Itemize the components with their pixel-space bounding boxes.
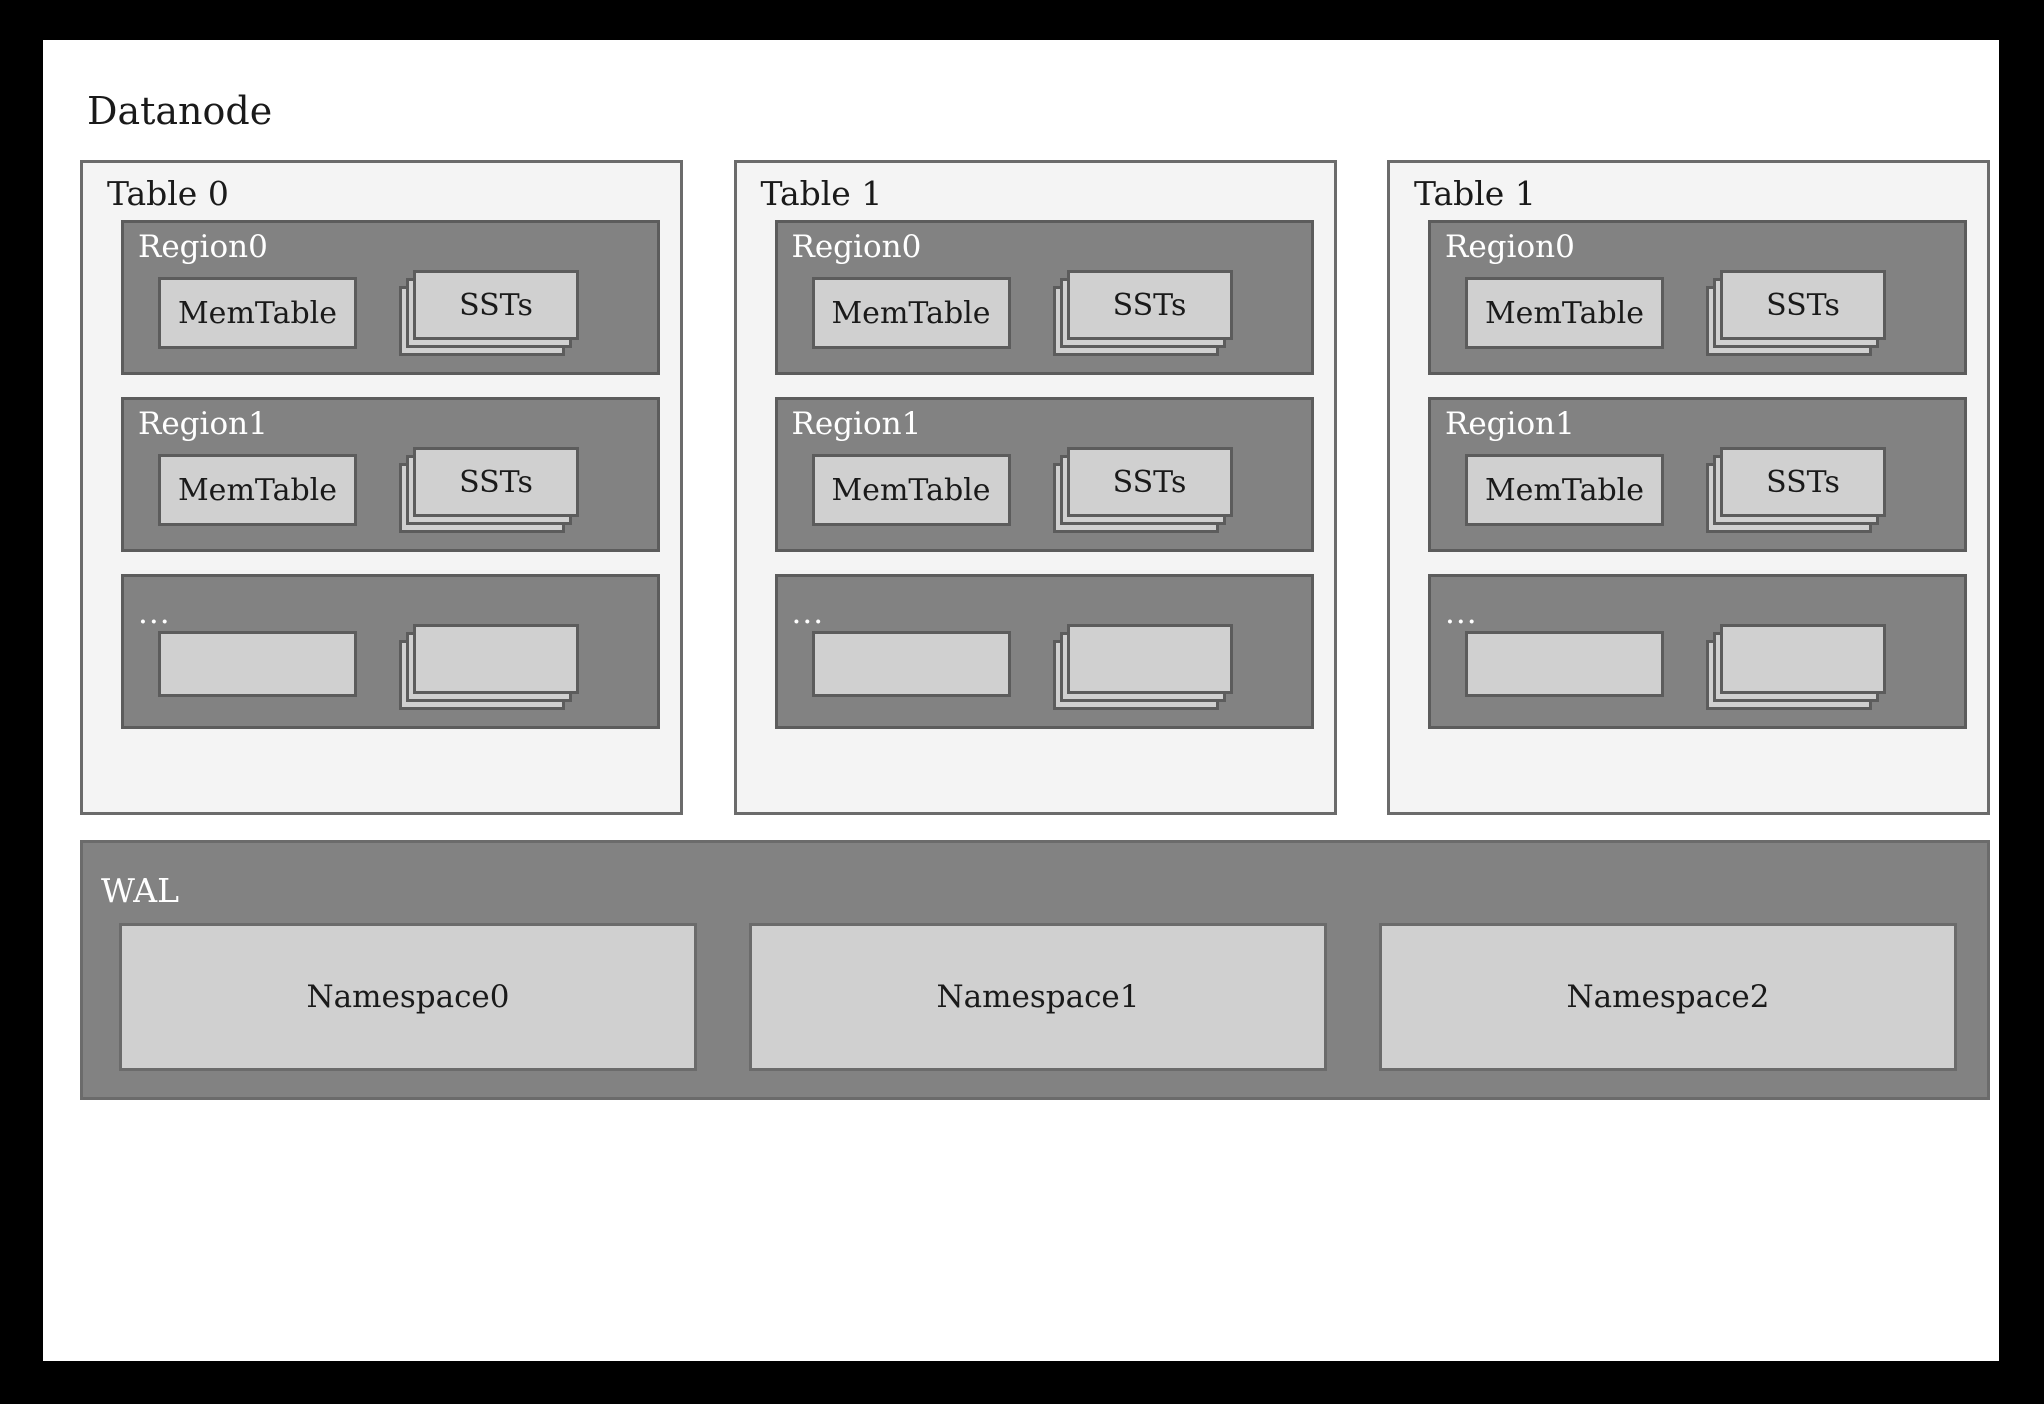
region-label: Region0 — [138, 229, 268, 266]
memtable-box[interactable]: MemTable — [811, 454, 1011, 527]
sst-layer-front: SSTs — [1720, 447, 1886, 518]
ellipsis-label: ... — [1445, 595, 1478, 632]
memtable-box[interactable]: MemTable — [158, 277, 357, 350]
memtable-box[interactable]: MemTable — [1465, 454, 1664, 527]
region-box[interactable]: Region1 MemTable SSTs — [121, 397, 660, 553]
memtable-box-blank[interactable] — [1465, 631, 1664, 698]
region-body — [1431, 624, 1964, 726]
sst-layer-front: SSTs — [413, 447, 579, 518]
region-label: Region1 — [1445, 406, 1575, 443]
wal-label: WAL — [101, 871, 180, 910]
memtable-box-blank[interactable] — [158, 631, 357, 698]
sst-stack-blank[interactable] — [1052, 624, 1233, 716]
sst-layer-front — [1066, 624, 1233, 695]
sst-layer-front: SSTs — [1066, 270, 1233, 341]
wal-namespaces: Namespace0 Namespace1 Namespace2 — [119, 923, 1957, 1071]
region-label: Region0 — [1445, 229, 1575, 266]
sst-stack[interactable]: SSTs — [1052, 270, 1233, 362]
sst-stack[interactable]: SSTs — [1706, 270, 1886, 362]
sst-stack[interactable]: SSTs — [1706, 447, 1886, 539]
region-body: MemTable SSTs — [778, 270, 1311, 372]
memtable-box[interactable]: MemTable — [1465, 277, 1664, 350]
region-body: MemTable SSTs — [1431, 447, 1964, 549]
namespace-box[interactable]: Namespace1 — [749, 923, 1327, 1071]
table-label: Table 1 — [1414, 174, 1536, 213]
datanode-canvas: Datanode Table 0 Region0 MemTable SSTs R… — [43, 40, 1999, 1361]
ellipsis-label: ... — [791, 595, 825, 632]
region-body: MemTable SSTs — [778, 447, 1311, 549]
region-box-ellipsis[interactable]: ... — [774, 574, 1314, 730]
sst-layer-front: SSTs — [1066, 447, 1233, 518]
sst-layer-front: SSTs — [413, 270, 579, 341]
namespace-box[interactable]: Namespace0 — [119, 923, 697, 1071]
region-box-ellipsis[interactable]: ... — [1428, 574, 1967, 730]
tables-row: Table 0 Region0 MemTable SSTs Region1 Me… — [80, 160, 1990, 815]
sst-layer-front: SSTs — [1720, 270, 1886, 341]
region-body — [124, 624, 657, 726]
sst-layer-front — [1720, 624, 1886, 695]
wal-container[interactable]: WAL Namespace0 Namespace1 Namespace2 — [80, 840, 1990, 1100]
region-body: MemTable SSTs — [124, 270, 657, 372]
region-box[interactable]: Region0 MemTable SSTs — [1428, 220, 1967, 376]
region-box[interactable]: Region1 MemTable SSTs — [774, 397, 1314, 553]
region-body — [778, 624, 1311, 726]
memtable-box[interactable]: MemTable — [158, 454, 357, 527]
region-label: Region0 — [791, 229, 922, 266]
sst-layer-front — [413, 624, 579, 695]
region-box[interactable]: Region0 MemTable SSTs — [774, 220, 1314, 376]
table-label: Table 1 — [760, 174, 883, 213]
ellipsis-label: ... — [138, 595, 171, 632]
table-container-2[interactable]: Table 1 Region0 MemTable SSTs Region1 Me… — [1387, 160, 1990, 815]
region-box[interactable]: Region1 MemTable SSTs — [1428, 397, 1967, 553]
sst-stack[interactable]: SSTs — [399, 270, 579, 362]
region-box-ellipsis[interactable]: ... — [121, 574, 660, 730]
region-label: Region1 — [138, 406, 268, 443]
memtable-box-blank[interactable] — [811, 631, 1011, 698]
sst-stack[interactable]: SSTs — [1052, 447, 1233, 539]
region-body: MemTable SSTs — [124, 447, 657, 549]
memtable-box[interactable]: MemTable — [811, 277, 1011, 350]
table-container-0[interactable]: Table 0 Region0 MemTable SSTs Region1 Me… — [80, 160, 683, 815]
region-label: Region1 — [791, 406, 922, 443]
sst-stack-blank[interactable] — [399, 624, 579, 716]
datanode-title: Datanode — [87, 89, 273, 133]
sst-stack[interactable]: SSTs — [399, 447, 579, 539]
sst-stack-blank[interactable] — [1706, 624, 1886, 716]
region-box[interactable]: Region0 MemTable SSTs — [121, 220, 660, 376]
table-label: Table 0 — [107, 174, 229, 213]
region-body: MemTable SSTs — [1431, 270, 1964, 372]
table-container-1[interactable]: Table 1 Region0 MemTable SSTs Region1 Me… — [733, 160, 1337, 815]
namespace-box[interactable]: Namespace2 — [1379, 923, 1957, 1071]
